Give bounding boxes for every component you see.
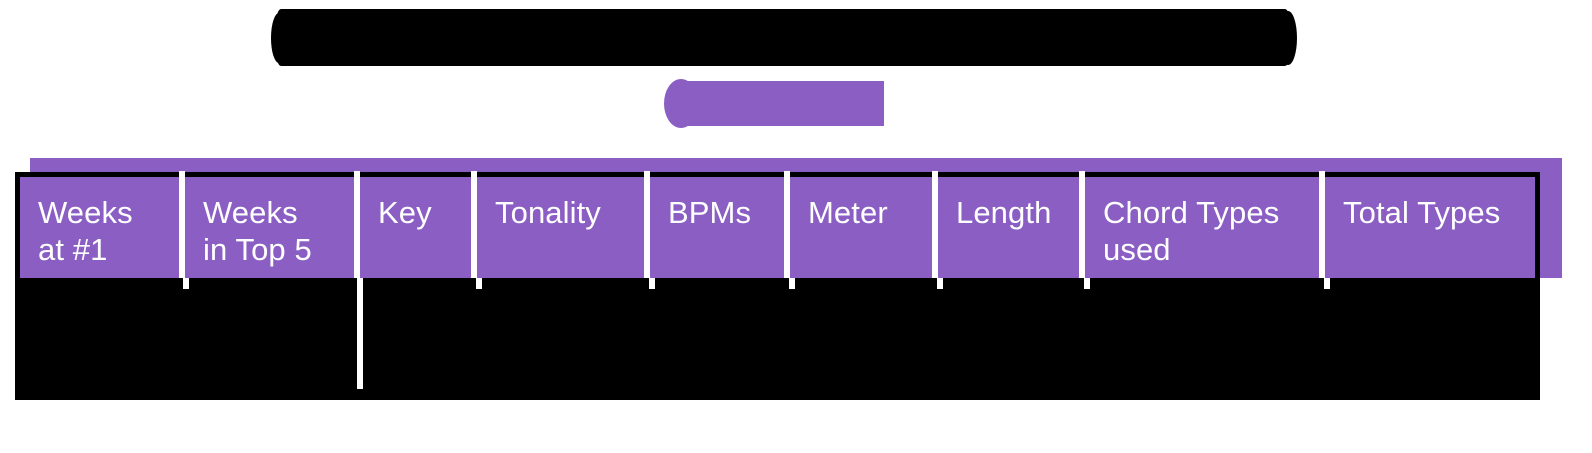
- column-header-key[interactable]: Key: [354, 171, 477, 278]
- column-header-weeks-in-top-5[interactable]: Weeks in Top 5: [179, 171, 360, 278]
- column-divider-6: [937, 278, 943, 289]
- column-divider-5: [789, 278, 795, 289]
- column-divider-8: [1324, 278, 1330, 289]
- column-divider-2: [357, 278, 363, 389]
- column-divider-4: [649, 278, 655, 289]
- table-body-redacted: [15, 278, 1540, 400]
- column-header-weeks-at-1[interactable]: Weeks at #1: [20, 177, 185, 278]
- column-divider-3: [476, 278, 482, 289]
- page-subtitle-redacted: [664, 79, 884, 128]
- column-header-length[interactable]: Length: [932, 171, 1085, 278]
- column-header-chord-types-used[interactable]: Chord Types used: [1079, 171, 1325, 278]
- column-divider-1: [183, 278, 189, 289]
- page-title-redacted: [271, 9, 1297, 66]
- column-header-tonality[interactable]: Tonality: [471, 171, 650, 278]
- column-divider-7: [1084, 278, 1090, 289]
- column-header-total-types[interactable]: Total Types: [1319, 171, 1535, 278]
- table-header-row: Weeks at #1 Weeks in Top 5 Key Tonality …: [20, 171, 1535, 278]
- column-header-meter[interactable]: Meter: [784, 171, 938, 278]
- column-header-bpms[interactable]: BPMs: [644, 171, 790, 278]
